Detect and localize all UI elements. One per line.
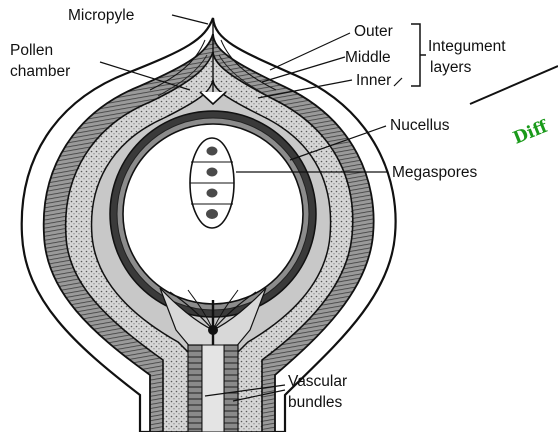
vascular-label: bundles <box>288 394 343 411</box>
pollen-chamber-label: chamber <box>10 63 70 80</box>
micropyle-label: Micropyle <box>68 7 134 24</box>
megaspore <box>207 189 218 198</box>
vascular-label: Vascular <box>288 373 347 390</box>
integument-bracket <box>411 24 426 86</box>
overlay-stamp-text: Diff <box>510 117 551 149</box>
middle-label: Middle <box>345 49 391 66</box>
pollen-chamber-label: Pollen <box>10 42 53 59</box>
vascular-bundle-right <box>224 345 238 432</box>
integument-label: layers <box>430 59 472 76</box>
megaspore <box>207 147 218 156</box>
megaspore <box>207 168 218 177</box>
megaspores-label: Megaspores <box>392 164 478 181</box>
inner-label: Inner <box>356 72 391 89</box>
overlay-underline <box>470 66 558 104</box>
vascular-bundle-left <box>188 345 202 432</box>
megaspore <box>206 209 218 219</box>
integument-label: Integument <box>428 38 506 55</box>
outer-label: Outer <box>354 23 393 40</box>
nucellus-label: Nucellus <box>390 117 450 134</box>
